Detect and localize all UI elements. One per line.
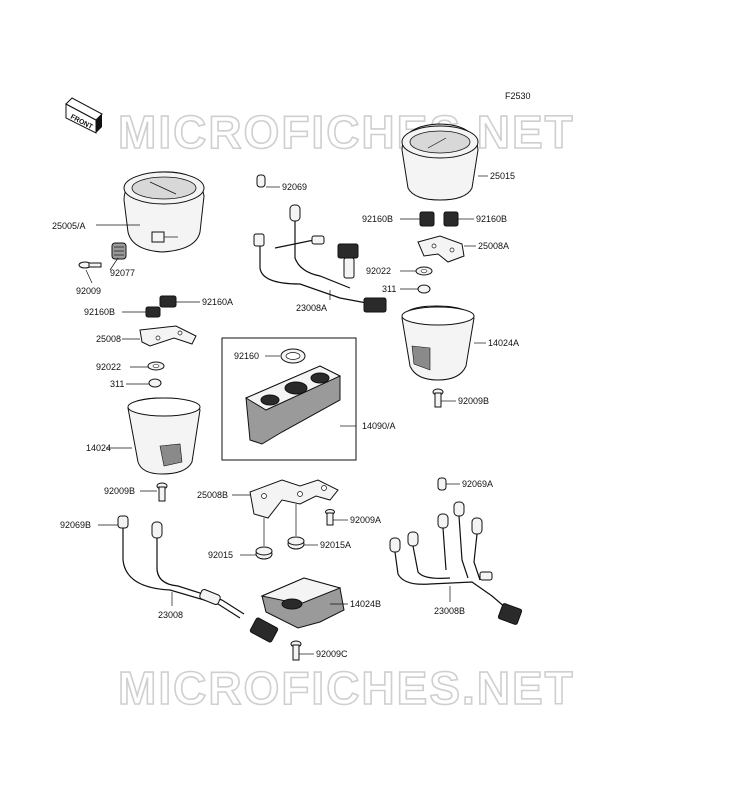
harness-23008b [389,477,523,625]
label-92160b-left: 92160B [84,307,115,317]
label-92022-right: 92022 [366,266,391,276]
screw-92009c [290,640,302,661]
nut-right [417,284,431,294]
label-92015a: 92015A [320,540,351,550]
label-14090a: 14090/A [362,421,396,431]
watermark-top: MICROFICHES.NET [118,106,575,158]
speedometer-part [123,171,205,253]
label-92160a: 92160A [202,297,233,307]
nut-92015a [287,536,305,550]
label-92077: 92077 [110,268,135,278]
label-92009b-left: 92009B [104,486,135,496]
meter-cover-left [127,397,201,475]
label-23008: 23008 [158,610,183,620]
meter-housing-14090a [244,365,342,445]
nut-92015 [255,546,273,560]
tachometer-part [401,123,479,201]
label-25005a: 25005/A [52,221,86,231]
figure-code: F2530 [505,91,531,101]
watermark-bottom: MICROFICHES.NET [118,662,575,714]
screw-92009b-left [156,482,168,502]
label-92015: 92015 [208,550,233,560]
label-25008: 25008 [96,334,121,344]
label-23008b: 23008B [434,606,465,616]
label-311-right: 311 [382,284,396,294]
label-14024a: 14024A [488,338,519,348]
label-92009c: 92009C [316,649,348,659]
label-14024: 14024 [86,443,111,453]
cover-14024b [260,577,345,629]
socket-pair-left [145,295,177,318]
label-25008b: 25008B [197,490,228,500]
label-92069b: 92069B [60,520,91,530]
grommet-92160 [280,348,306,364]
label-92022-left: 92022 [96,362,121,372]
harness-23008 [117,515,279,643]
meter-cover-right [401,305,475,381]
nut-left [148,378,162,388]
label-23008a: 23008A [296,303,327,313]
label-14024b: 14024B [350,599,381,609]
label-25015: 25015 [490,171,515,181]
label-92009: 92009 [76,286,101,296]
assembly-box [221,337,357,461]
bracket-25008a [417,235,465,263]
washer-right [415,266,433,276]
label-92069: 92069 [282,182,307,192]
screw-part [78,261,102,269]
label-311-left: 311 [110,379,124,389]
screw-92009b-right [432,388,444,408]
label-92009a: 92009A [350,515,381,525]
label-92160: 92160 [234,351,259,361]
harness-23008a [253,174,387,313]
socket-pair-right [419,211,459,227]
bracket-25008b [249,479,339,519]
label-92160b-r1: 92160B [362,214,393,224]
washer-left [147,361,165,371]
screw-92009a [325,509,335,526]
cable-nut-part [111,242,127,260]
label-92069a: 92069A [462,479,493,489]
bracket-part [139,325,197,347]
front-arrow-icon: FRONT [65,97,103,134]
label-25008a: 25008A [478,241,509,251]
label-92160b-r2: 92160B [476,214,507,224]
label-92009b-right: 92009B [458,396,489,406]
